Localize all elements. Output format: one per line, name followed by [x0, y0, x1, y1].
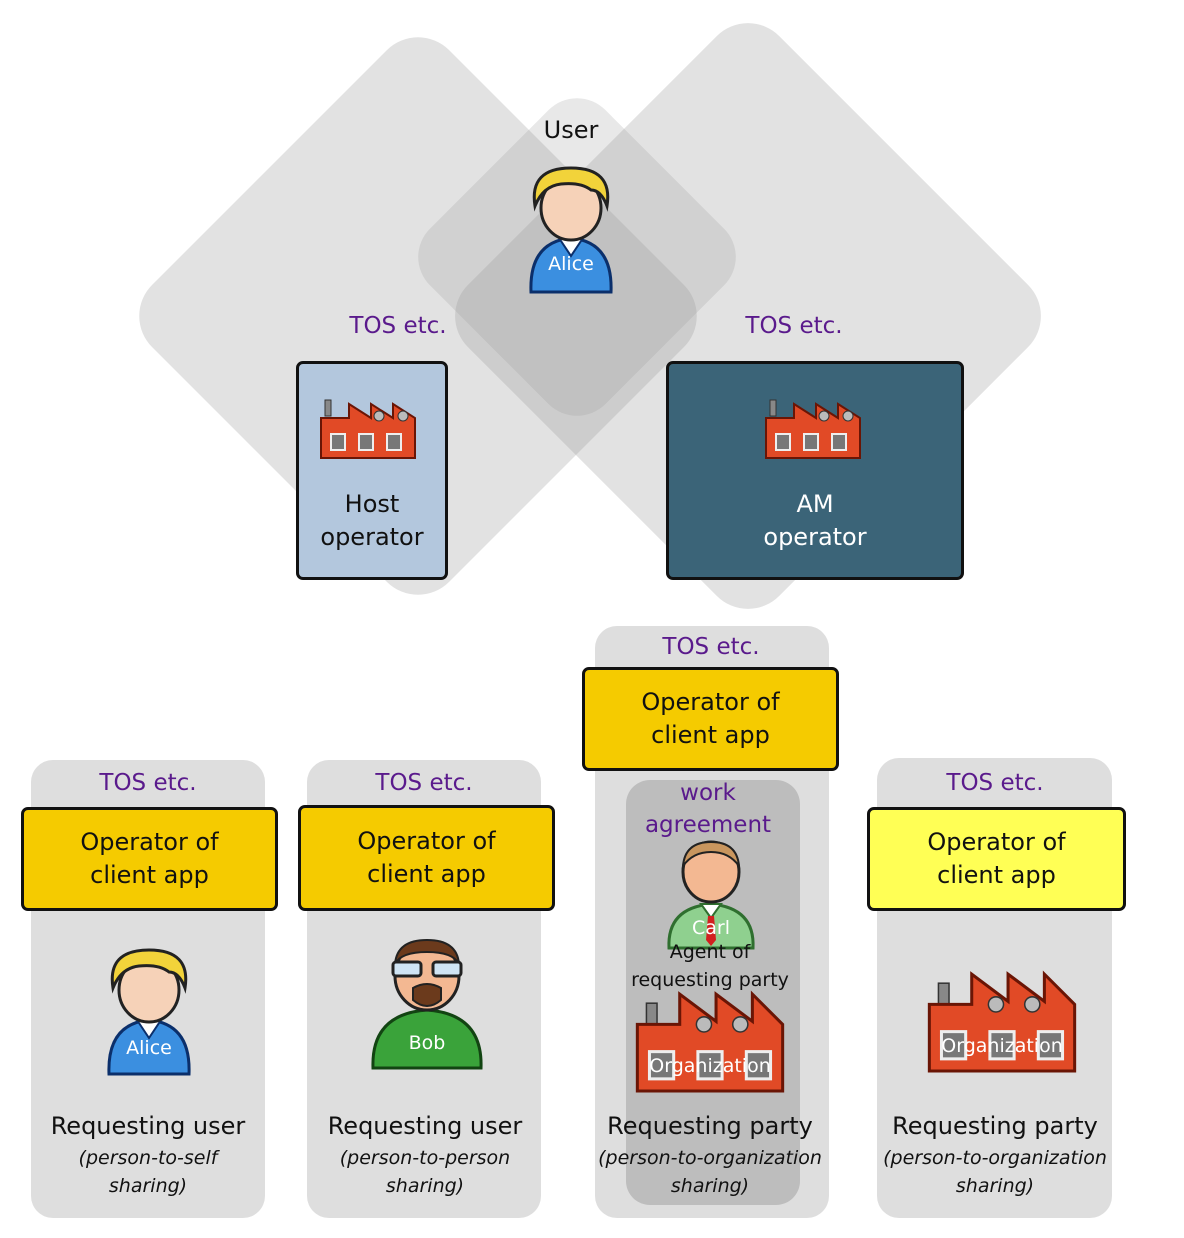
- tos-col4-label: TOS etc.: [946, 770, 1044, 796]
- client-operator-1-line2: client app: [90, 861, 209, 889]
- client-operator-box-3[interactable]: Operator of client app: [582, 667, 839, 771]
- organization-factory-icon-col4: [927, 970, 1077, 1073]
- client-operator-box-4[interactable]: Operator of client app: [867, 807, 1126, 911]
- carl-name: Carl: [692, 917, 730, 939]
- organization-label-col4: Organization: [941, 1035, 1063, 1057]
- client-operator-2-line1: Operator of: [357, 827, 496, 855]
- col3-sub2: sharing): [670, 1175, 750, 1197]
- client-operator-3-line1: Operator of: [641, 688, 780, 716]
- organization-label-col3: Organization: [649, 1055, 771, 1077]
- tos-col3-label: TOS etc.: [662, 634, 760, 660]
- col3-sub1: (person-to-organization: [598, 1147, 822, 1169]
- organization-factory-icon-col3: [635, 990, 785, 1093]
- col4-sub2: sharing): [955, 1175, 1035, 1197]
- col2-sub1: (person-to-person: [339, 1147, 511, 1169]
- agent-line2: requesting party: [631, 969, 789, 991]
- client-operator-4-line2: client app: [937, 861, 1056, 889]
- col1-title: Requesting user: [50, 1112, 246, 1140]
- user-label: User: [543, 116, 599, 144]
- client-operator-2-line2: client app: [367, 860, 486, 888]
- am-operator-line1: AM: [796, 489, 834, 518]
- am-factory-icon: [765, 399, 861, 459]
- col1-sub1: (person-to-self: [78, 1147, 218, 1169]
- client-operator-4-line1: Operator of: [927, 828, 1066, 856]
- col3-title: Requesting party: [607, 1112, 813, 1140]
- tos-col2-label: TOS etc.: [375, 770, 473, 796]
- tos-am-label: TOS etc.: [745, 313, 843, 339]
- carl-agent-icon: [667, 840, 755, 950]
- tos-host-label: TOS etc.: [349, 313, 447, 339]
- col1-sub2: sharing): [108, 1175, 188, 1197]
- work-agreement-line2: agreement: [644, 812, 772, 838]
- alice-requesting-name: Alice: [126, 1037, 172, 1059]
- col4-title: Requesting party: [892, 1112, 1098, 1140]
- host-factory-icon: [320, 399, 416, 459]
- work-agreement-line1: work: [680, 780, 736, 806]
- alice-user-icon: [529, 166, 613, 294]
- client-operator-box-1[interactable]: Operator of client app: [21, 807, 278, 911]
- host-operator-line1: Host: [344, 489, 400, 518]
- alice-requesting-user-icon: [107, 948, 191, 1076]
- client-operator-3-line2: client app: [651, 721, 770, 749]
- client-operator-1-line1: Operator of: [80, 828, 219, 856]
- alice-top-name: Alice: [548, 253, 594, 275]
- am-operator-box[interactable]: AM operator: [666, 361, 964, 580]
- col2-title: Requesting user: [327, 1112, 523, 1140]
- bob-requesting-name: Bob: [408, 1032, 446, 1054]
- host-operator-box[interactable]: Host operator: [296, 361, 448, 580]
- host-operator-line2: operator: [320, 522, 424, 551]
- col2-sub2: sharing): [385, 1175, 465, 1197]
- agent-line1: Agent of: [669, 941, 751, 963]
- col4-sub1: (person-to-organization: [883, 1147, 1107, 1169]
- client-operator-box-2[interactable]: Operator of client app: [298, 805, 555, 911]
- bob-requesting-user-icon: [371, 938, 483, 1070]
- tos-col1-label: TOS etc.: [99, 770, 197, 796]
- am-operator-line2: operator: [763, 522, 867, 551]
